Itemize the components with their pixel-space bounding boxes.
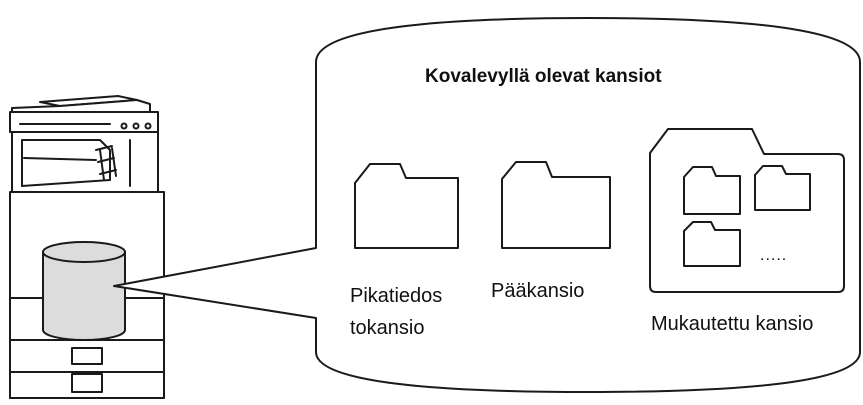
quick-file-folder-label-line2: tokansio bbox=[350, 317, 425, 339]
subfolder-icon bbox=[683, 221, 741, 267]
subfolder-icon bbox=[683, 166, 741, 215]
main-folder-label: Pääkansio bbox=[491, 280, 585, 302]
quick-file-folder-icon bbox=[354, 163, 459, 249]
more-folders-ellipsis: ..... bbox=[760, 247, 788, 264]
quick-file-folder-label-line1: Pikatiedos bbox=[350, 285, 443, 307]
main-folder-icon bbox=[501, 161, 611, 249]
hard-disk-icon bbox=[42, 241, 126, 341]
custom-folder-icon bbox=[649, 128, 845, 293]
custom-folder-label: Mukautettu kansio bbox=[651, 313, 814, 335]
subfolder-icon bbox=[754, 165, 811, 211]
diagram-title: Kovalevyllä olevat kansiot bbox=[425, 66, 662, 87]
callout-bubble bbox=[113, 17, 861, 393]
quick-file-folder-label: Pikatiedos tokansio bbox=[350, 280, 442, 344]
